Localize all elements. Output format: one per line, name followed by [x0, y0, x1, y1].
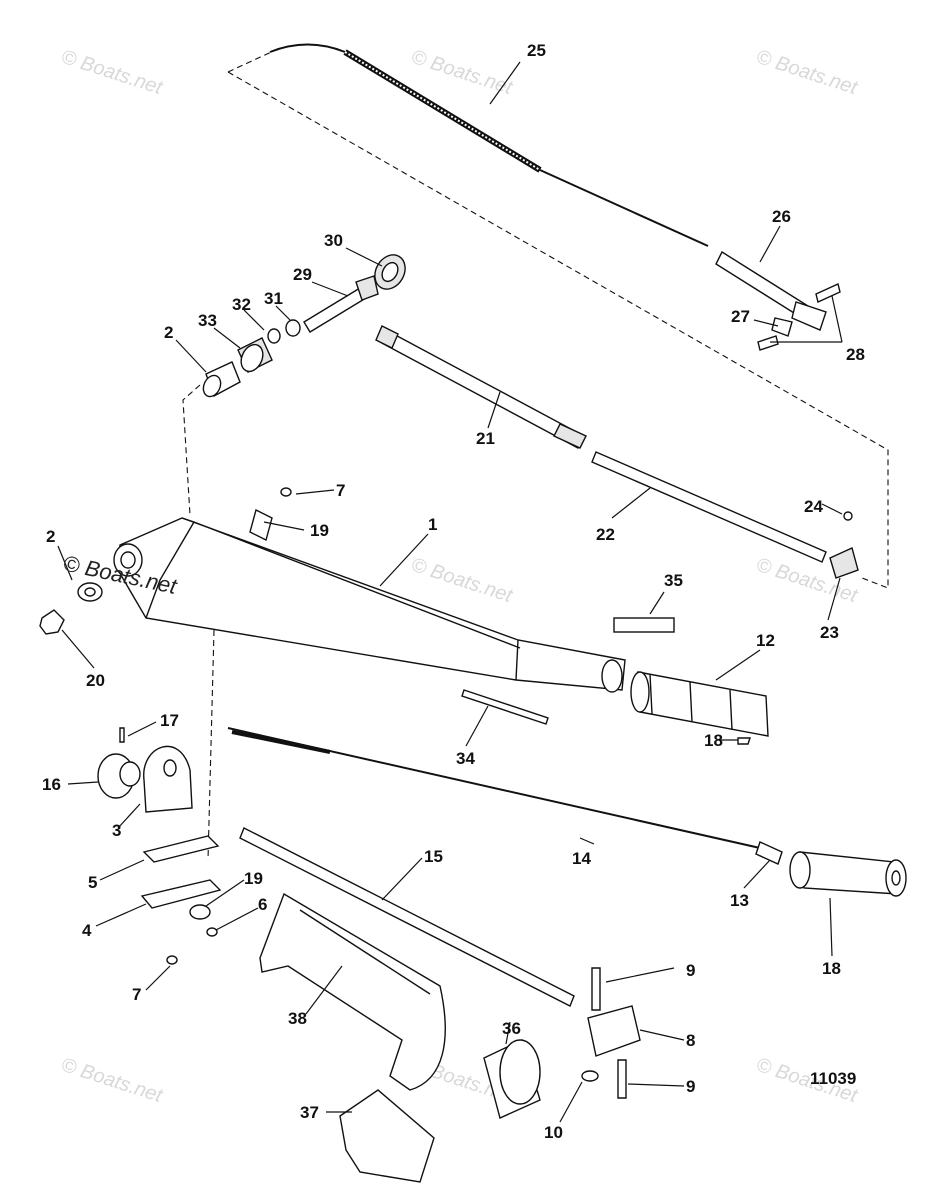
part-18-throttle-grip — [789, 851, 907, 897]
callout-33: 33 — [198, 311, 217, 330]
part-17-screw — [737, 737, 751, 745]
part-35-decal — [613, 617, 675, 633]
callout-21: 21 — [476, 429, 495, 448]
callout-35: 35 — [664, 571, 683, 590]
watermark: © Boats.net — [408, 554, 516, 608]
callout-19-top: 19 — [310, 521, 329, 540]
callout-30: 30 — [324, 231, 343, 250]
callout-10: 10 — [544, 1123, 563, 1142]
part-26-linkage — [715, 250, 841, 351]
part-13-throttle-cable — [227, 727, 783, 865]
watermark: © Boats.net — [753, 46, 861, 100]
callout-38: 38 — [288, 1009, 307, 1028]
figure-number: 11039 — [810, 1069, 856, 1088]
callout-14: 15 — [424, 847, 443, 866]
callout-9-bottom: 9 — [686, 1077, 695, 1096]
part-25-cable — [269, 43, 709, 247]
parts-shafts — [375, 325, 859, 579]
part-37-cover — [339, 1089, 435, 1183]
assembly-lines — [182, 47, 889, 861]
part-34-pin — [461, 689, 549, 725]
callout-15: 16 — [42, 775, 61, 794]
dashed-line — [207, 629, 215, 861]
callout-19-bottom: 19 — [244, 869, 263, 888]
callout-7-bottom: 7 — [132, 985, 141, 1004]
callout-26: 26 — [772, 207, 791, 226]
callout-29: 29 — [293, 265, 312, 284]
callout-5: 5 — [88, 873, 97, 892]
watermark: © Boats.net — [58, 1054, 166, 1108]
callout-8: 8 — [686, 1031, 695, 1050]
parts-clamp — [581, 967, 641, 1099]
callout-23: 23 — [820, 623, 839, 642]
part-38-bracket — [259, 892, 446, 1091]
callout-28: 28 — [846, 345, 865, 364]
watermark: © Boats.net — [58, 46, 166, 100]
callout-36: 36 — [502, 1019, 521, 1038]
callout-1: 1 — [428, 515, 437, 534]
watermark: © Boats.net — [408, 46, 516, 100]
leader-lines — [57, 61, 843, 1123]
callout-20: 20 — [86, 671, 105, 690]
dashed-line — [227, 71, 889, 589]
callout-labels: 25 26 27 28 30 29 31 32 33 2 21 22 24 23… — [42, 41, 865, 1142]
parts-plates — [140, 835, 222, 965]
callout-25: 25 — [527, 41, 546, 60]
callout-4: 4 — [82, 921, 92, 940]
callout-2-top: 2 — [164, 323, 173, 342]
callout-32: 32 — [232, 295, 251, 314]
callout-16: 17 — [160, 711, 179, 730]
callout-18: 18 — [822, 959, 841, 978]
part-36-cam — [483, 1039, 541, 1119]
callout-7-top: 7 — [336, 481, 345, 500]
callout-6: 6 — [258, 895, 267, 914]
parts-friction — [97, 727, 193, 813]
parts-pivot-hardware — [202, 254, 406, 398]
callout-2-left: 2 — [46, 527, 55, 546]
callout-27: 27 — [731, 307, 750, 326]
callout-24: 24 — [804, 497, 823, 516]
callout-37: 37 — [300, 1103, 319, 1122]
part-14-tube — [239, 827, 575, 1007]
callout-31: 31 — [264, 289, 283, 308]
part-11-grip-sleeve — [630, 671, 769, 737]
callout-12: 13 — [730, 891, 749, 910]
dashed-line — [182, 384, 201, 516]
callout-3: 3 — [112, 821, 121, 840]
callout-13: 14 — [572, 849, 591, 868]
callout-9-top: 9 — [686, 961, 695, 980]
part-1-tiller-arm — [113, 487, 626, 693]
parts-bushing-nut — [39, 582, 103, 635]
callout-17: 18 — [704, 731, 723, 750]
callout-34: 34 — [456, 749, 475, 768]
callout-22: 22 — [596, 525, 615, 544]
callout-11: 12 — [756, 631, 775, 650]
